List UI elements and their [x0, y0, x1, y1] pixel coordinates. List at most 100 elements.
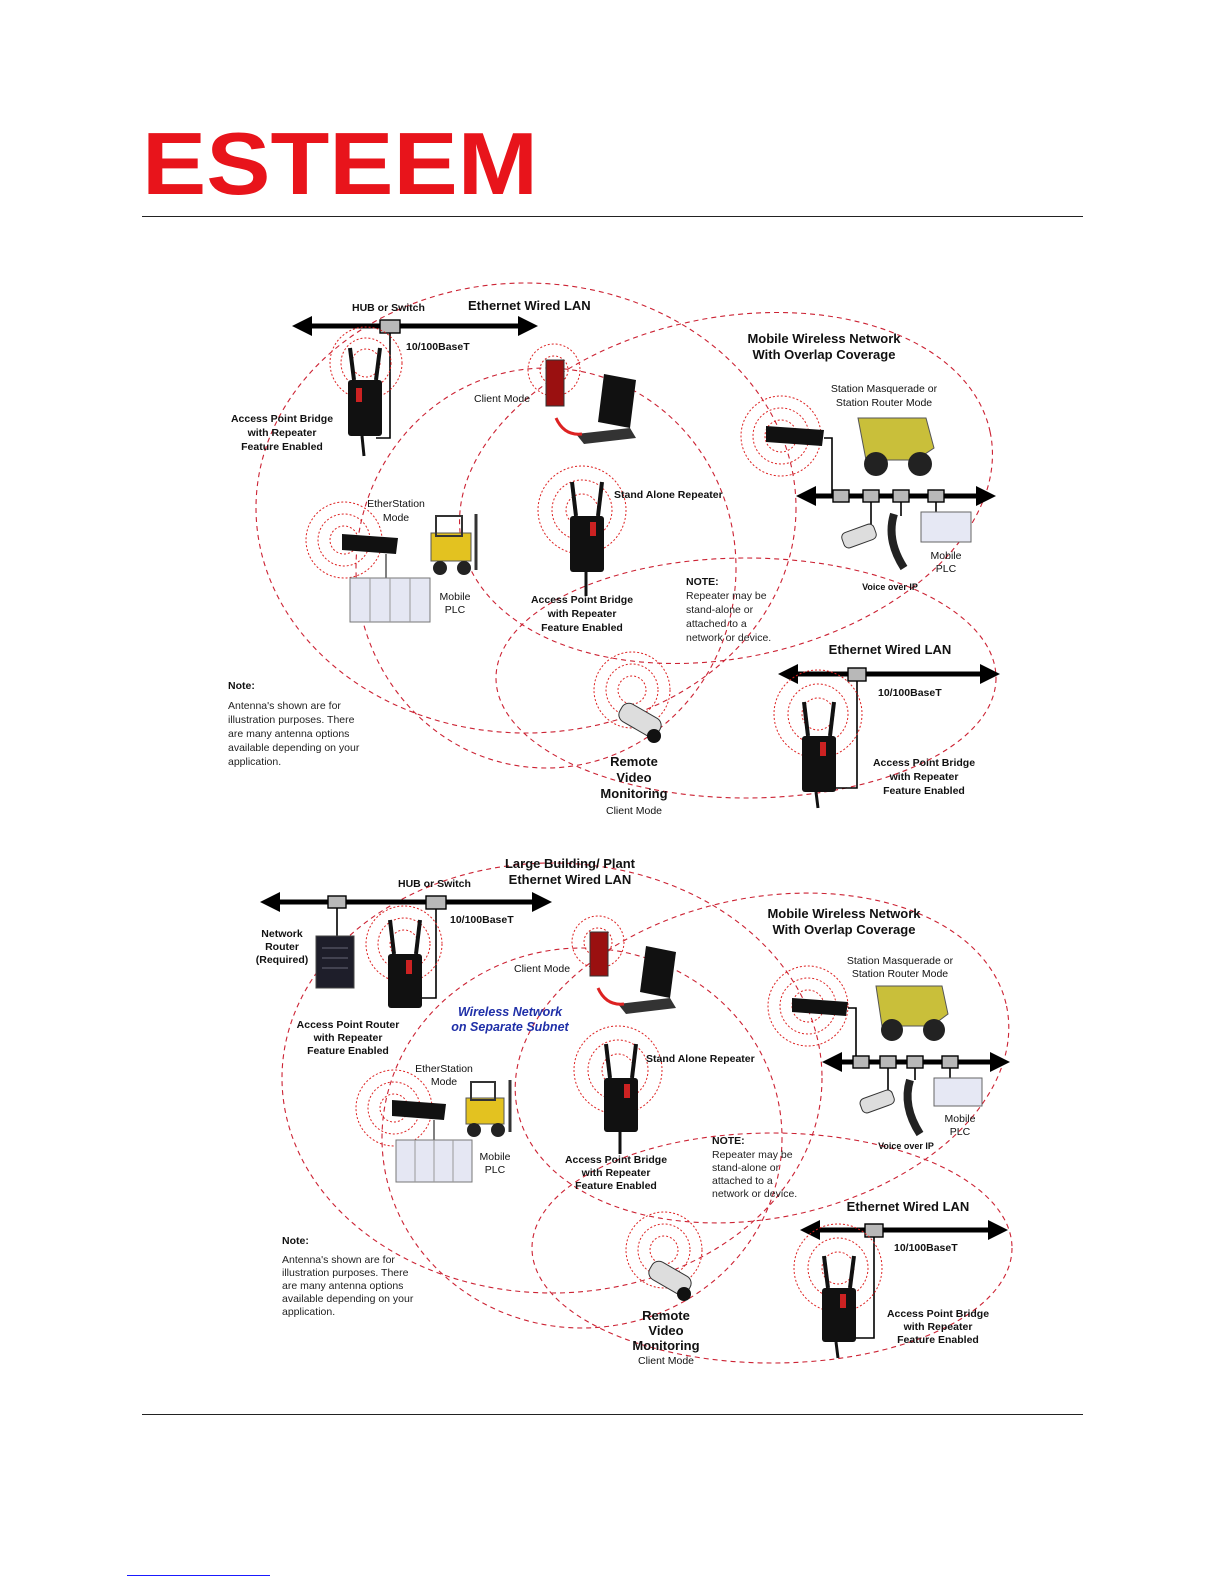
hub-bottom-icon	[864, 1223, 884, 1238]
antenna-note-line-2: illustration purposes. There	[228, 714, 355, 726]
station-radio-truck	[740, 395, 935, 496]
diagram-1-canvas: HUB or Switch Ethernet Wired LAN 10/100B…	[228, 282, 1000, 817]
etherstation-radio	[355, 1069, 446, 1147]
hub-bottom-icon	[847, 667, 867, 682]
mobile-hub-4	[941, 1055, 959, 1069]
repeater-note-line-1: Repeater may be	[712, 1149, 793, 1161]
router-label-2: Router	[265, 941, 299, 953]
lan-bottom-drop-wire	[830, 681, 858, 789]
mobile-network-title-1: Mobile Wireless Network	[747, 331, 901, 346]
ethernet-lan-2-label: Ethernet Wired LAN	[847, 1199, 970, 1214]
etherstation-radio	[305, 501, 398, 580]
base-t-2-label: 10/100BaseT	[878, 687, 942, 699]
ap-router-label-2: with Repeater	[313, 1032, 383, 1044]
repeater-note-line-2: stand-alone or	[712, 1162, 780, 1174]
antenna-note-title: Note:	[228, 680, 255, 692]
mobile-plc-right-label-1: Mobile	[931, 550, 962, 562]
ethernet-lan-label: Ethernet Wired LAN	[468, 298, 591, 313]
esteem-logo: ESTEEM	[142, 124, 542, 202]
etherstation-label-1: EtherStation	[415, 1063, 473, 1075]
coverage-area-left	[255, 282, 797, 734]
mobile-plc-right-label-1: Mobile	[945, 1113, 976, 1125]
ip-camera-icon	[859, 1089, 895, 1114]
antenna-note-line-2: illustration purposes. There	[282, 1267, 409, 1279]
coverage-area-right	[458, 311, 994, 665]
remote-video-label-2: Video	[616, 770, 651, 785]
antenna-note-line-3: are many antenna options	[282, 1280, 403, 1292]
coverage-area-right	[514, 892, 1010, 1224]
etherstation-label-2: Mode	[383, 512, 409, 524]
ap-center-label-3: Feature Enabled	[541, 622, 623, 634]
antenna-note-line-3: are many antenna options	[228, 728, 349, 740]
coverage-area-center	[355, 367, 737, 769]
remote-video-label-1: Remote	[642, 1308, 690, 1323]
mobile-hub-3	[892, 489, 910, 503]
repeater-note-title: NOTE:	[686, 576, 719, 588]
mobile-network-title-1: Mobile Wireless Network	[767, 906, 921, 921]
router-label-3: (Required)	[256, 954, 309, 966]
network-router-icon	[315, 935, 355, 989]
access-point-bridge-right	[793, 1223, 883, 1359]
hub-switch-label: HUB or Switch	[352, 302, 425, 314]
stand-alone-repeater-label: Stand Alone Repeater	[614, 489, 723, 501]
plc-rack-left	[349, 577, 431, 623]
station-masquerade-label-1: Station Masquerade or	[831, 383, 938, 395]
esteem-wordmark: ESTEEM	[142, 124, 538, 202]
logo-text: ESTEEM	[142, 124, 538, 202]
base-t-2-label: 10/100BaseT	[894, 1242, 958, 1254]
forklift-icon	[465, 1080, 512, 1137]
remote-video-label-3: Monitoring	[632, 1338, 699, 1353]
network-diagram-1: HUB or Switch Ethernet Wired LAN 10/100B…	[226, 278, 1000, 823]
antenna-note-line-5: application.	[282, 1306, 335, 1318]
mobile-plc-right-label-2: PLC	[936, 563, 957, 575]
access-point-router	[365, 905, 443, 1008]
repeater-note-title: NOTE:	[712, 1135, 745, 1147]
mobile-plc-left-label-2: PLC	[445, 604, 466, 616]
coverage-area-bottom	[531, 1132, 1013, 1364]
stand-alone-repeater-label: Stand Alone Repeater	[646, 1053, 755, 1065]
ap-left-label-3: Feature Enabled	[241, 441, 323, 453]
large-building-title-2: Ethernet Wired LAN	[509, 872, 632, 887]
repeater-note-line-4: network or device.	[712, 1188, 797, 1200]
ap-left-label-2: with Repeater	[247, 427, 317, 439]
ethernet-lan-2-label: Ethernet Wired LAN	[829, 642, 952, 657]
header-rule	[142, 216, 1083, 217]
repeater-note-line-2: stand-alone or	[686, 604, 754, 616]
router-label-1: Network	[261, 928, 303, 940]
antenna-note-line-1: Antenna's shown are for	[228, 700, 341, 712]
stand-alone-repeater	[537, 465, 627, 596]
remote-video-camera	[593, 651, 671, 743]
voip-phone-icon	[903, 1078, 924, 1137]
mobile-plc-icon-right	[933, 1077, 983, 1107]
station-masquerade-label-2: Station Router Mode	[836, 397, 932, 409]
mobile-plc-left-label-2: PLC	[485, 1164, 506, 1176]
ap-router-label-1: Access Point Router	[297, 1019, 400, 1031]
client-mode-label: Client Mode	[474, 393, 530, 405]
antenna-note-line-4: available depending on your	[282, 1293, 414, 1305]
mobile-hub-2	[862, 489, 880, 503]
remote-client-mode-label: Client Mode	[606, 805, 662, 817]
hub-switch-label: HUB or Switch	[398, 878, 471, 890]
antenna-note-line-5: application.	[228, 756, 281, 768]
ap-center-label-3: Feature Enabled	[575, 1180, 657, 1192]
coverage-area-left	[281, 862, 823, 1294]
mobile-plc-left-label-1: Mobile	[480, 1151, 511, 1163]
mobile-plc-icon-right	[920, 511, 972, 543]
ap-right-label-3: Feature Enabled	[883, 785, 965, 797]
ap-right-label-1: Access Point Bridge	[887, 1308, 989, 1320]
base-t-label: 10/100BaseT	[406, 341, 470, 353]
forklift-icon	[430, 514, 478, 575]
ap-right-label-1: Access Point Bridge	[873, 757, 975, 769]
lan-bottom-drop-wire	[852, 1237, 875, 1339]
access-point-bridge-left	[329, 326, 403, 457]
client-mode-label: Client Mode	[514, 963, 570, 975]
footer-rule	[142, 1414, 1083, 1415]
antenna-note-line-1: Antenna's shown are for	[282, 1254, 395, 1266]
ap-right-label-3: Feature Enabled	[897, 1334, 979, 1346]
repeater-note-line-4: network or device.	[686, 632, 771, 644]
wireless-subnet-label-2: on Separate Subnet	[451, 1020, 569, 1034]
remote-video-label-3: Monitoring	[600, 786, 667, 801]
antenna-note-title: Note:	[282, 1235, 309, 1247]
mobile-plc-left-label-1: Mobile	[440, 591, 471, 603]
stand-alone-repeater	[573, 1025, 663, 1154]
